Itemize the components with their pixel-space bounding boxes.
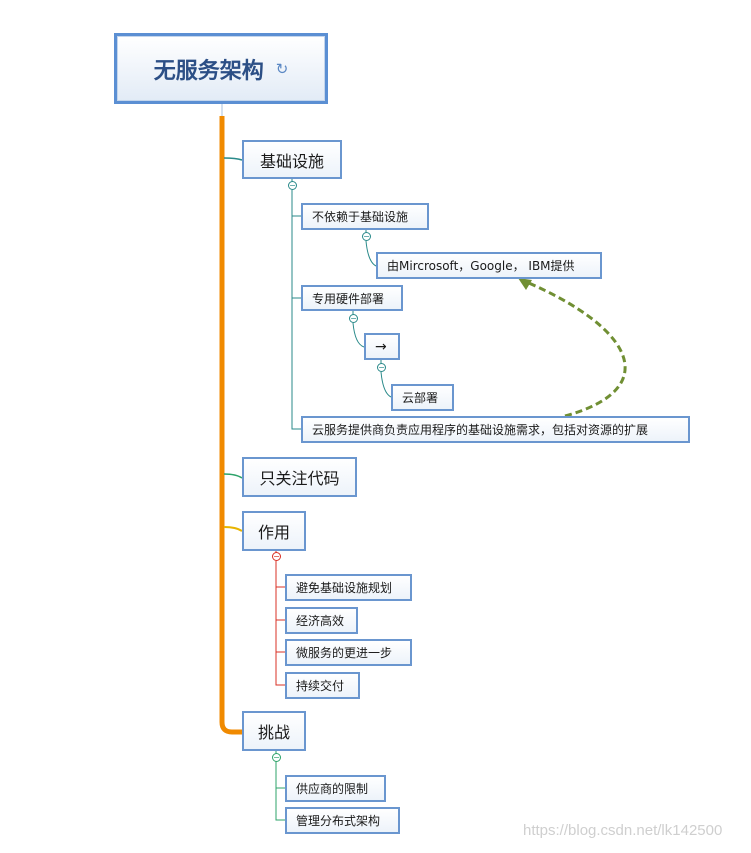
subtopic-label: 供应商的限制: [296, 782, 369, 796]
collapse-button[interactable]: −: [288, 181, 297, 190]
subtopic-label: 微服务的更进一步: [296, 646, 393, 660]
watermark: https://blog.csdn.net/lk142500: [523, 822, 723, 839]
connector-role: [223, 526, 243, 532]
collapse-button[interactable]: −: [377, 363, 386, 372]
topic-label: 作用: [257, 523, 290, 542]
root-topic[interactable]: 无服务架构 ↻: [114, 33, 328, 104]
subtopic-cloud-deploy[interactable]: 云部署: [391, 384, 454, 411]
topic-role[interactable]: 作用: [242, 511, 306, 551]
topic-label: 只关注代码: [259, 469, 340, 488]
subtopic-label: 不依赖于基础设施: [312, 210, 409, 224]
topic-label: 基础设施: [259, 151, 324, 171]
refresh-arrow-icon: ↻: [275, 59, 289, 78]
subtopic-label: 避免基础设施规划: [296, 581, 393, 595]
relationship-arrowhead: [518, 278, 532, 290]
subtopic-arrow[interactable]: →: [364, 333, 400, 360]
subtopic-no-infra-dependency[interactable]: 不依赖于基础设施: [301, 203, 429, 230]
connector-infra-children: [291, 190, 301, 430]
collapse-button[interactable]: −: [349, 314, 358, 323]
connector-infra: [223, 157, 243, 161]
subtopic-vendor-lockin[interactable]: 供应商的限制: [285, 775, 386, 802]
collapse-button[interactable]: −: [362, 232, 371, 241]
subtopic-label: 经济高效: [296, 614, 345, 628]
collapse-button[interactable]: −: [272, 753, 281, 762]
relationship-arrow[interactable]: [521, 278, 627, 418]
subtopic-label: 持续交付: [296, 679, 345, 693]
subtopic-providers[interactable]: 由Mircrosoft，Google， IBM提供: [376, 252, 602, 279]
subtopic-cost-effective[interactable]: 经济高效: [285, 607, 358, 634]
subtopic-avoid-infra-planning[interactable]: 避免基础设施规划: [285, 574, 412, 601]
main-trunk: [219, 116, 242, 735]
topic-focus-code[interactable]: 只关注代码: [242, 457, 357, 497]
connector-code: [223, 473, 243, 479]
subtopic-continuous-delivery[interactable]: 持续交付: [285, 672, 360, 699]
topic-challenge[interactable]: 挑战: [242, 711, 306, 751]
root-title: 无服务架构: [153, 58, 264, 84]
collapse-button[interactable]: −: [272, 552, 281, 561]
subtopic-label: 管理分布式架构: [296, 814, 381, 828]
subtopic-label: 专用硬件部署: [312, 291, 385, 306]
connector-role-children: [275, 561, 285, 686]
subtopic-beyond-microservices[interactable]: 微服务的更进一步: [285, 639, 412, 666]
subtopic-label: →: [375, 338, 387, 355]
subtopic-label: 云部署: [402, 391, 439, 405]
subtopic-dedicated-hardware[interactable]: 专用硬件部署: [301, 285, 403, 311]
subtopic-label: 由Mircrosoft，Google， IBM提供: [387, 259, 575, 273]
subtopic-distributed-management[interactable]: 管理分布式架构: [285, 807, 400, 834]
topic-label: 挑战: [257, 723, 290, 742]
subtopic-label: 云服务提供商负责应用程序的基础设施需求，包括对资源的扩展: [312, 423, 649, 437]
topic-infrastructure[interactable]: 基础设施: [242, 140, 342, 179]
connector-challenge-children: [275, 761, 285, 821]
subtopic-cloud-provider-responsibility[interactable]: 云服务提供商负责应用程序的基础设施需求，包括对资源的扩展: [301, 416, 690, 443]
